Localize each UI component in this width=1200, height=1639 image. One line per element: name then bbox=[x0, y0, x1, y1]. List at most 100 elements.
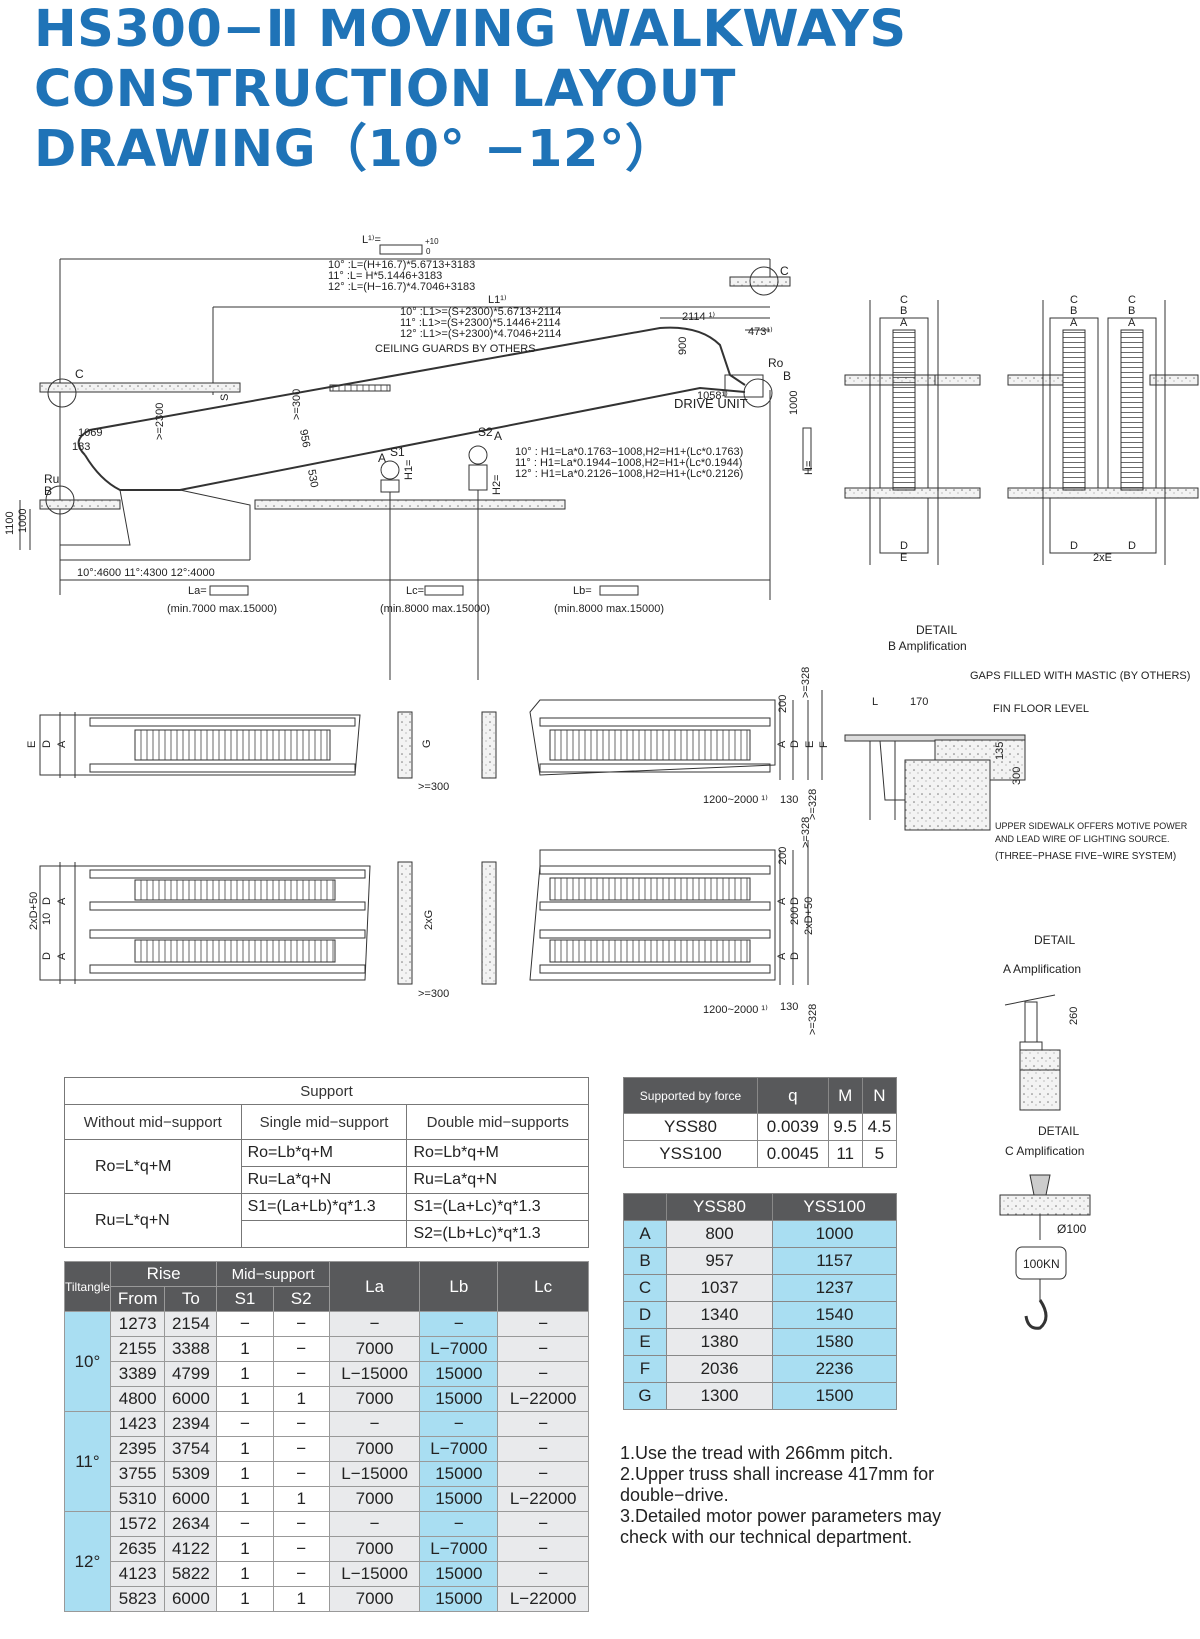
mid-s1: 1 bbox=[216, 1436, 274, 1462]
ps-a2: A bbox=[776, 740, 788, 748]
dim-2300: >=2300 bbox=[154, 403, 166, 440]
mid-s2: − bbox=[272, 1361, 330, 1387]
lb-value: 15000 bbox=[419, 1361, 499, 1387]
lc-value: − bbox=[497, 1461, 589, 1487]
pd-328a: >=328 bbox=[800, 817, 812, 848]
dim-yss80: 1380 bbox=[665, 1328, 774, 1356]
pd-1200: 1200~2000 ¹⁾ bbox=[703, 1004, 768, 1016]
rise-h-mid: Mid−support bbox=[216, 1261, 330, 1287]
ps-300: >=300 bbox=[418, 781, 449, 793]
pd-130: 130 bbox=[780, 1001, 798, 1013]
dim-h-yss80: YSS80 bbox=[665, 1193, 774, 1221]
layout-drawing: L¹⁾= +10 0 10° :L=(H+16.7)*5.6713+3183 1… bbox=[4, 234, 1199, 1070]
lb-value: − bbox=[419, 1311, 499, 1337]
rise-from: 2395 bbox=[109, 1436, 166, 1462]
ru-double: Ru=La*q+N bbox=[406, 1166, 589, 1194]
mid-s1: 1 bbox=[216, 1386, 274, 1412]
ps-1200: 1200~2000 ¹⁾ bbox=[703, 794, 768, 806]
mid-s2: 1 bbox=[272, 1486, 330, 1512]
la-value: 7000 bbox=[328, 1436, 421, 1462]
dim-170: 170 bbox=[910, 696, 928, 708]
pd-200b: 200 bbox=[789, 907, 801, 925]
rise-to: 4122 bbox=[164, 1536, 218, 1562]
la-value: 7000 bbox=[328, 1586, 421, 1612]
note-2b: double−drive. bbox=[620, 1485, 729, 1505]
dim-yss100: 1237 bbox=[772, 1274, 897, 1302]
la-value: − bbox=[328, 1311, 421, 1337]
lb-value: L−7000 bbox=[419, 1536, 499, 1562]
pd-d4: D bbox=[789, 952, 801, 960]
xs1-b: B bbox=[900, 305, 907, 317]
lc-value: − bbox=[497, 1361, 589, 1387]
mid-s2: 1 bbox=[272, 1386, 330, 1412]
dim-yss100: 1540 bbox=[772, 1301, 897, 1329]
dim-h-blank bbox=[623, 1193, 667, 1221]
detail-c-title: DETAIL bbox=[1038, 1124, 1079, 1138]
lc-value: L−22000 bbox=[497, 1586, 589, 1612]
upper-sidewalk-1: UPPER SIDEWALK OFFERS MOTIVE POWER bbox=[995, 821, 1188, 831]
lb-label: Lb= bbox=[573, 585, 592, 597]
pd-a3: A bbox=[776, 897, 788, 905]
l-formula-11: 11° :L= H*5.1446+3183 bbox=[328, 270, 442, 282]
rise-to: 2154 bbox=[164, 1311, 218, 1337]
lc-value: − bbox=[497, 1411, 589, 1437]
pd-2xg: 2xG bbox=[423, 910, 435, 930]
label-b-right: B bbox=[783, 369, 791, 383]
dim-1069: 1069 bbox=[78, 427, 102, 439]
label-s: S bbox=[219, 394, 231, 401]
lb-value: L−7000 bbox=[419, 1336, 499, 1362]
rise-to: 3388 bbox=[164, 1336, 218, 1362]
col-single: Single mid−support bbox=[240, 1104, 408, 1140]
dim-letter: A bbox=[623, 1220, 667, 1248]
detail-a-subtitle: A Amplification bbox=[1003, 962, 1081, 976]
label-c-left: C bbox=[75, 367, 84, 381]
rise-to: 6000 bbox=[164, 1586, 218, 1612]
force-yss100-q: 0.0045 bbox=[757, 1140, 829, 1168]
lc-label: Lc= bbox=[406, 585, 424, 597]
force-h-n: N bbox=[861, 1077, 898, 1114]
force-table: Supported by force q M N YSS80 0.0039 9.… bbox=[623, 1077, 898, 1168]
xs2-2xe: 2xE bbox=[1093, 552, 1112, 564]
side-elevation bbox=[19, 244, 812, 680]
mid-s1: − bbox=[216, 1311, 274, 1337]
pd-d1: D bbox=[41, 897, 53, 905]
dim-letter: E bbox=[623, 1328, 667, 1356]
rise-h-lb: Lb bbox=[419, 1261, 499, 1312]
lc-value: − bbox=[497, 1536, 589, 1562]
l1-formula-11: 11° :L1>=(S+2300)*5.1446+2114 bbox=[400, 317, 561, 329]
hook-icon bbox=[1024, 1299, 1048, 1330]
dim-h-yss100: YSS100 bbox=[772, 1193, 897, 1221]
la-value: 7000 bbox=[328, 1486, 421, 1512]
h-formula-10: 10° : H1=La*0.1763−1008,H2=H1+(Lc*0.1763… bbox=[515, 446, 743, 458]
ps-328a: >=328 bbox=[800, 667, 812, 698]
pd-10: 10 bbox=[41, 913, 53, 925]
rise-h-tilt: Tiltangle bbox=[64, 1261, 111, 1312]
fin-floor-label: FIN FLOOR LEVEL bbox=[993, 703, 1089, 715]
mid-s1: 1 bbox=[216, 1586, 274, 1612]
dim-letter: G bbox=[623, 1382, 667, 1410]
lc-value: − bbox=[497, 1436, 589, 1462]
rise-h-from: From bbox=[109, 1286, 166, 1312]
label-s2: S2 bbox=[478, 425, 493, 439]
plan-single bbox=[39, 690, 823, 780]
l1-formula-10: 10° :L1>=(S+2300)*5.6713+2114 bbox=[400, 306, 561, 318]
tilt-angle: 11° bbox=[64, 1411, 111, 1512]
tol-top: +10 bbox=[425, 237, 439, 246]
note-3b: check with our technical department. bbox=[620, 1527, 913, 1547]
l-label: L¹⁾= bbox=[362, 234, 381, 246]
mid-s2: 1 bbox=[272, 1586, 330, 1612]
force-yss80: YSS80 bbox=[623, 1113, 758, 1141]
dim-yss80: 2036 bbox=[665, 1355, 774, 1383]
mid-s2: − bbox=[272, 1561, 330, 1587]
cross-section-double bbox=[1007, 300, 1199, 565]
la-value: − bbox=[328, 1511, 421, 1537]
